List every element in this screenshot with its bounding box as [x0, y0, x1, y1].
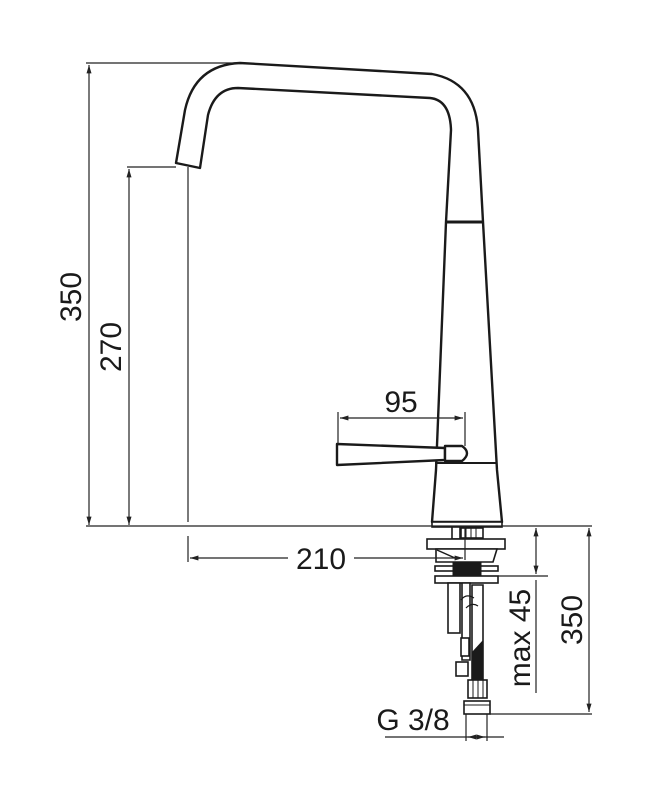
- label-total-height: 350: [55, 272, 88, 322]
- faucet-spout: [174, 61, 504, 524]
- label-spout-height: 270: [95, 322, 128, 372]
- label-handle-length: 95: [384, 386, 417, 419]
- label-spout-reach: 210: [296, 543, 346, 576]
- dim-spout-reach: 210: [187, 526, 466, 576]
- dim-handle-length: 95: [337, 386, 466, 446]
- dim-hose-length: 350: [490, 528, 592, 715]
- dim-total-height: 350: [55, 62, 240, 525]
- label-connection-thread: G 3/8: [376, 704, 449, 737]
- dim-connection-thread: G 3/8: [376, 704, 504, 741]
- dim-spout-height: 270: [95, 166, 189, 525]
- dim-max-deck: max 45: [498, 528, 548, 693]
- label-max-deck: max 45: [504, 589, 537, 687]
- faucet-handle: [335, 442, 469, 467]
- mounting-hardware: [426, 521, 506, 715]
- label-hose-length: 350: [556, 595, 589, 645]
